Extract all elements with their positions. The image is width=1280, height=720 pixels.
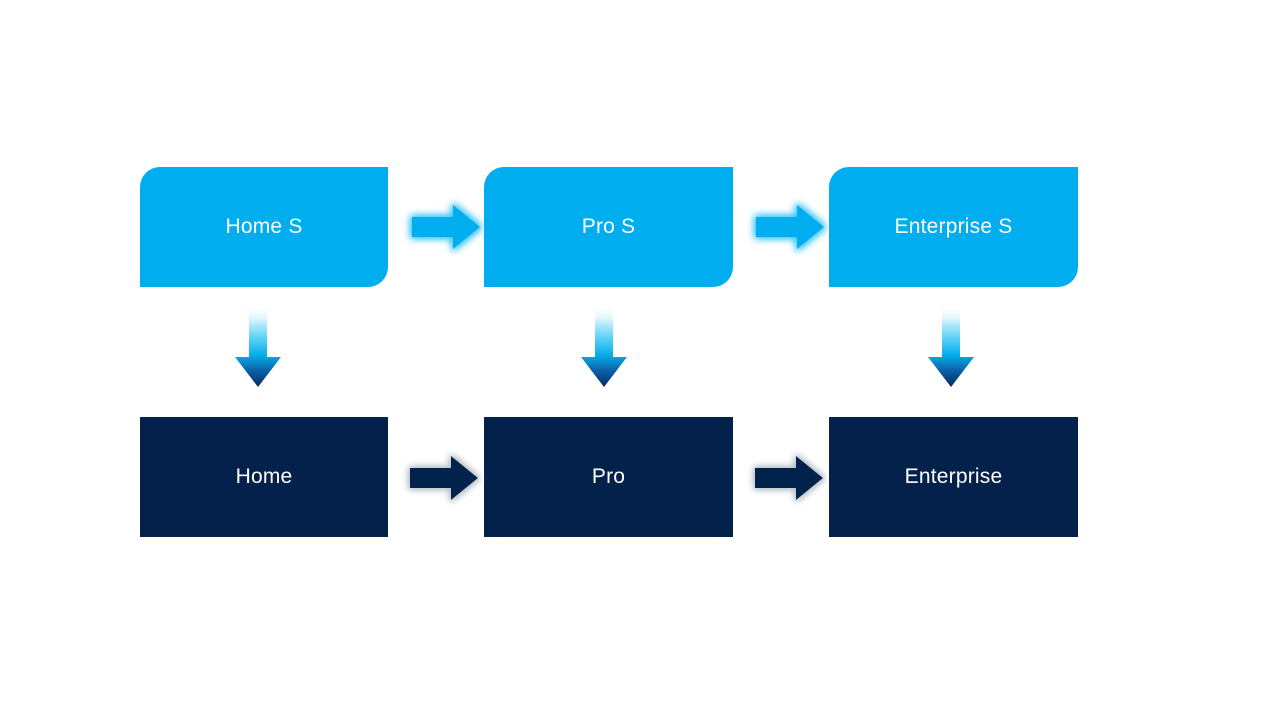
box-label: Enterprise xyxy=(904,465,1003,489)
arrow-home-s-to-pro-s xyxy=(408,200,484,254)
box-enterprise[interactable]: Enterprise xyxy=(829,417,1078,537)
box-label: Pro xyxy=(591,465,626,489)
box-home[interactable]: Home xyxy=(140,417,388,537)
box-label: Pro S xyxy=(581,215,636,239)
arrow-enterprise-s-to-enterprise xyxy=(925,307,977,389)
arrow-home-s-to-home xyxy=(232,307,284,389)
box-enterprise-s[interactable]: Enterprise S xyxy=(829,167,1078,287)
arrow-home-to-pro xyxy=(406,452,482,504)
arrow-pro-to-enterprise xyxy=(751,452,827,504)
box-pro-s[interactable]: Pro S xyxy=(484,167,733,287)
box-pro[interactable]: Pro xyxy=(484,417,733,537)
box-label: Home S xyxy=(225,215,303,239)
box-home-s[interactable]: Home S xyxy=(140,167,388,287)
box-label: Home xyxy=(235,465,293,489)
arrow-pro-s-to-enterprise-s xyxy=(752,200,828,254)
arrow-pro-s-to-pro xyxy=(578,307,630,389)
box-label: Enterprise S xyxy=(894,215,1013,239)
